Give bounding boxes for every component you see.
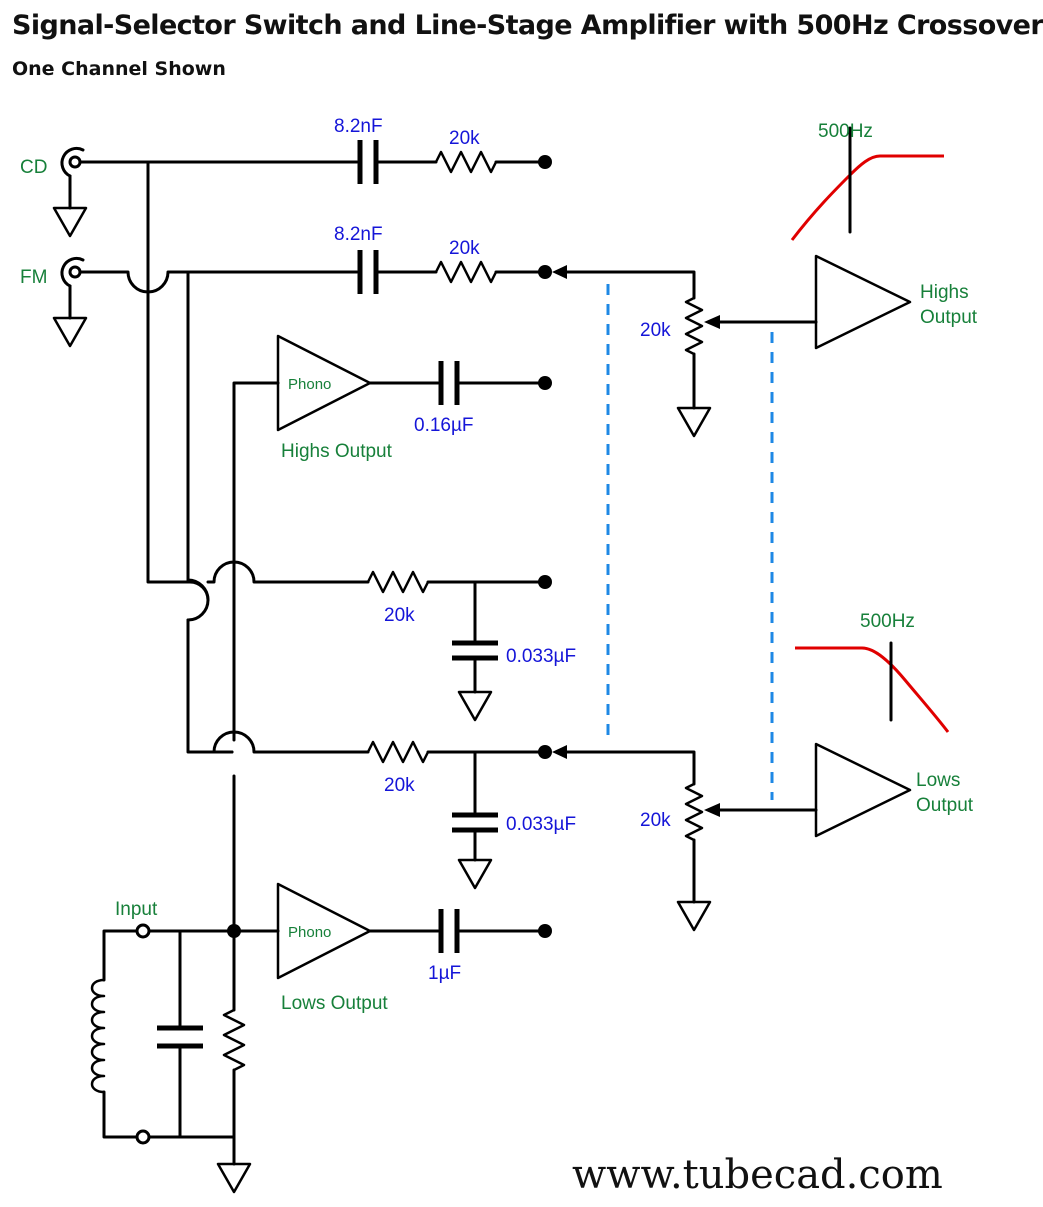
cd-jack — [52, 146, 88, 238]
phono-highs-capacitor-label: 0.16µF — [414, 415, 474, 436]
bus-fm — [186, 270, 234, 754]
lp1-ground-symbol — [457, 690, 493, 722]
highpass-response-plot: 500Hz — [790, 121, 944, 241]
cd-capacitor — [357, 140, 379, 184]
fm-switch-contact[interactable] — [538, 265, 552, 279]
phono-highs-switch-contact[interactable] — [538, 376, 552, 390]
bus-phono-highs — [232, 381, 280, 584]
lp2-resistor-label: 20k — [384, 775, 415, 796]
lowpass-response-plot: 500Hz — [795, 611, 950, 733]
lp2-capacitor-label: 0.033µF — [506, 814, 576, 835]
highs-output-label-1: Highs — [920, 282, 969, 303]
lp1-capacitor — [452, 640, 498, 661]
bus-cd — [146, 160, 192, 584]
highs-volume-pot[interactable] — [684, 296, 704, 356]
fm-resistor-label: 20k — [449, 238, 480, 259]
phono-lows-label: Phono — [288, 924, 331, 941]
inductor-coil — [90, 978, 106, 1094]
schematic: CD 8.2nF 20k FM 8.2nF 20k Phono Highs Ou… — [20, 116, 978, 1194]
input-label: Input — [115, 899, 158, 920]
phono-lows-capacitor-label: 1µF — [428, 963, 461, 984]
highs-output-amplifier — [814, 254, 912, 350]
fm-ground-symbol — [52, 316, 88, 348]
cd-resistor-label: 20k — [449, 128, 480, 149]
lows-pot-label: 20k — [640, 810, 671, 831]
phono-lows-capacitor — [438, 909, 460, 953]
phono-amplifier-highs — [276, 334, 372, 432]
lows-volume-pot[interactable] — [684, 782, 704, 842]
lows-output-amplifier — [814, 742, 912, 838]
phono-amplifier-lows — [276, 882, 372, 980]
page-title: Signal-Selector Switch and Line-Stage Am… — [12, 10, 1043, 41]
phono-highs-capacitor — [438, 361, 460, 405]
phono-highs-caption: Highs Output — [281, 441, 393, 462]
lp2-ground-symbol — [457, 858, 493, 890]
cd-switch-contact[interactable] — [538, 155, 552, 169]
inductor-top-wire — [102, 929, 139, 982]
inductor-bottom-wire — [102, 1090, 139, 1139]
fm-jack — [52, 256, 88, 348]
bus-fm-hop-1 — [186, 578, 210, 622]
cd-resistor — [434, 150, 498, 174]
lp1-resistor — [366, 570, 430, 594]
highs-output-label-2: Output — [920, 307, 978, 328]
lp2-resistor — [366, 740, 430, 764]
fm-resistor — [434, 260, 498, 284]
website-url: www.tubecad.com — [572, 1152, 943, 1198]
highs-crossover-label: 500Hz — [818, 121, 873, 142]
lp2-wire — [212, 730, 370, 754]
cd-capacitor-label: 8.2nF — [334, 116, 383, 137]
input-capacitor — [157, 1025, 203, 1049]
lows-pot-wiper[interactable] — [704, 803, 720, 817]
cd-ground-symbol — [52, 206, 88, 238]
input-junction — [227, 924, 241, 938]
lows-ground-symbol — [676, 900, 712, 932]
highs-switch-wiper[interactable] — [552, 265, 567, 279]
lp1-switch-contact[interactable] — [538, 575, 552, 589]
lows-output-label-1: Lows — [916, 770, 960, 791]
fm-capacitor — [357, 250, 379, 294]
cd-label: CD — [20, 157, 47, 178]
lp1-wire — [206, 560, 370, 584]
input-terminal-top — [135, 923, 151, 939]
input-resistor — [222, 1008, 246, 1072]
highs-pot-wiper[interactable] — [704, 315, 720, 329]
lows-switch-to-pot — [565, 750, 696, 786]
input-terminal-bottom — [135, 1129, 151, 1145]
phono-lows-switch-contact[interactable] — [538, 924, 552, 938]
fm-capacitor-label: 8.2nF — [334, 224, 383, 245]
lows-crossover-label: 500Hz — [860, 611, 915, 632]
lows-output-label-2: Output — [916, 795, 974, 816]
lp1-resistor-label: 20k — [384, 605, 415, 626]
lp2-capacitor — [452, 812, 498, 833]
lp2-switch-contact[interactable] — [538, 745, 552, 759]
highs-switch-to-pot — [565, 270, 696, 300]
lows-switch-wiper[interactable] — [552, 745, 567, 759]
input-ground-symbol — [216, 1162, 252, 1194]
phono-highs-label: Phono — [288, 376, 331, 393]
fm-label: FM — [20, 267, 47, 288]
lp1-capacitor-label: 0.033µF — [506, 646, 576, 667]
page-subtitle: One Channel Shown — [12, 58, 226, 80]
highs-ground-symbol — [676, 406, 712, 438]
phono-lows-caption: Lows Output — [281, 993, 388, 1014]
fm-wire — [78, 270, 359, 294]
highs-pot-label: 20k — [640, 320, 671, 341]
